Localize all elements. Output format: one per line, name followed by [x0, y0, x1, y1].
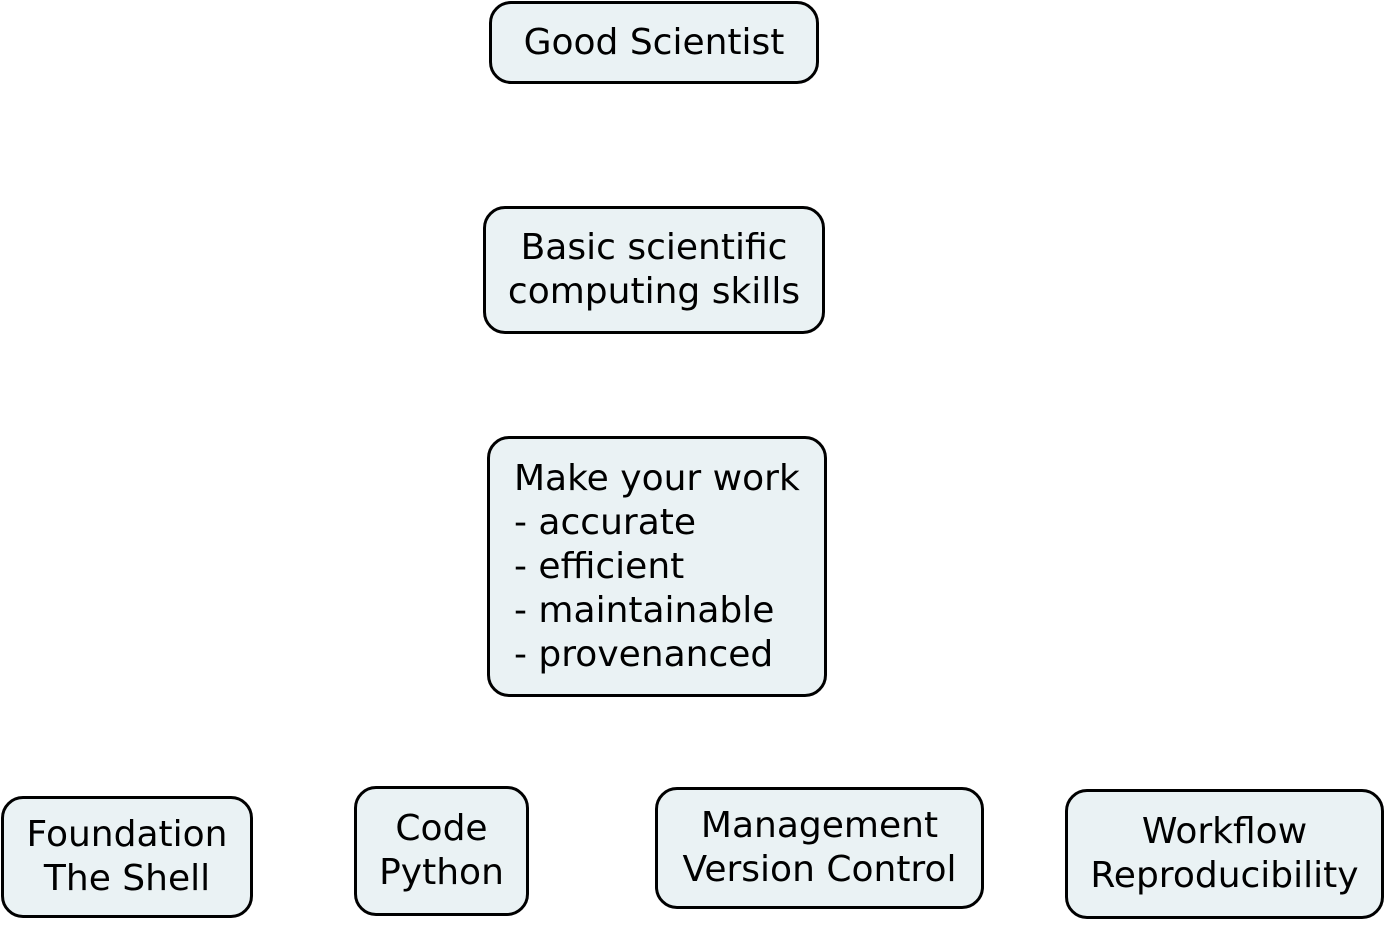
node-text-line: Good Scientist: [523, 21, 785, 63]
node-text-line: Foundation: [26, 814, 228, 855]
node-text-line: Make your work: [514, 457, 800, 499]
node-code: Code Python: [354, 786, 529, 916]
node-text-line: Basic scientific: [520, 227, 788, 268]
node-text-line: Workflow: [1141, 811, 1308, 852]
node-text-line: The Shell: [43, 858, 211, 899]
node-list-item: - accurate: [514, 501, 697, 543]
node-text-line: Version Control: [682, 849, 957, 890]
node-text-line: Reproducibility: [1090, 855, 1359, 896]
node-management: Management Version Control: [655, 787, 984, 909]
node-basic-skills: Basic scientific computing skills: [483, 206, 825, 334]
node-list-item: - efficient: [514, 545, 685, 587]
node-text-line: Python: [379, 852, 504, 893]
node-list-item: - provenanced: [514, 633, 774, 675]
node-good-scientist: Good Scientist: [489, 1, 819, 84]
node-make-your-work: Make your work - accurate - efficient - …: [487, 436, 827, 697]
node-foundation: Foundation The Shell: [1, 796, 253, 918]
node-workflow: Workflow Reproducibility: [1065, 789, 1384, 919]
node-text-line: computing skills: [507, 271, 801, 312]
node-text-line: Code: [395, 808, 488, 849]
node-text-line: Management: [700, 805, 939, 846]
node-list-item: - maintainable: [514, 589, 775, 631]
